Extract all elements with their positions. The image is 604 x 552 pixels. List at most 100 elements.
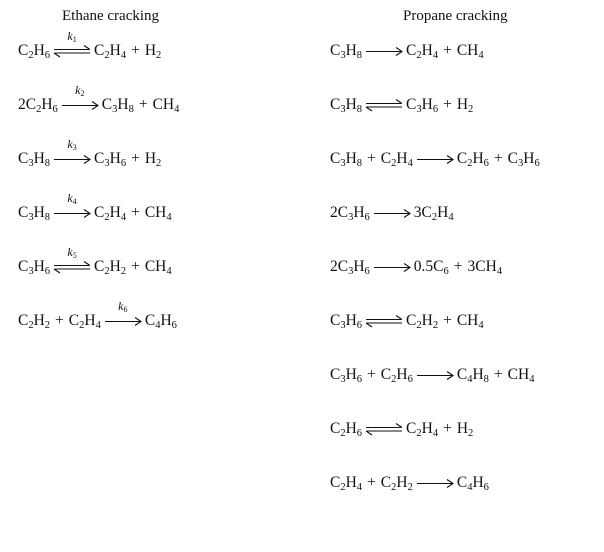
formula-text: 3C [413,204,432,221]
subscript: 4 [496,266,503,277]
formula-text: C [68,312,80,329]
propane-reaction-8: C2H6 C2H4+H2 [330,416,473,442]
subscript: 3 [104,158,110,169]
subscript: 6 [534,158,540,169]
formula-text: C [406,42,417,59]
formula-text: C [380,150,392,167]
products: C2H2+CH4 [94,254,172,280]
species: CH4 [457,308,484,334]
subscript: 2 [391,374,397,385]
formula-text: H [160,312,172,329]
species: C3H6 [330,362,362,388]
species: C3H8 [102,92,134,118]
subscript: 4 [166,266,172,277]
species: C3H8 [18,146,50,172]
products: C2H4+CH4 [406,38,484,64]
subscript: 8 [356,104,363,115]
subscript: 8 [44,212,51,223]
subscript: 2 [431,212,438,223]
formula-text: CH [144,258,167,275]
plus-sign: + [131,42,140,59]
formula-text: CH [456,312,479,329]
species: 2C2H6 [18,92,58,118]
formula-text: H [456,420,469,437]
subscript: 6 [483,482,489,493]
subscript: 6 [44,266,51,277]
products: C2H6+ C 3 H 6 [457,146,540,172]
formula-text: H [144,42,157,59]
species: C3H8 [330,38,362,64]
plus-sign: + [493,366,503,383]
subscript: 8 [356,50,363,61]
formula-text: C [380,474,392,491]
formula-text: H [345,96,357,113]
subscript: 2 [468,104,474,115]
products: C2H4+H2 [406,416,473,442]
subscript: 2 [156,50,162,61]
products: C2H2+CH4 [406,308,484,334]
forward-arrow-icon [416,470,454,496]
subscript: 6 [171,320,177,331]
reactants: C2H2+C2H4 [18,308,101,334]
plus-sign: + [367,366,376,383]
plus-sign: + [367,474,376,491]
subscript: 2 [391,482,397,493]
formula-text: H [345,420,357,437]
subscript: 8 [483,374,489,385]
subscript: 2 [44,320,51,331]
subscript: 6 [364,266,370,277]
species: C3H6 [330,308,362,334]
subscript: 2 [416,428,422,439]
species: H2 [457,416,473,442]
species: 2C3H6 [330,254,370,280]
formula-text: H [84,312,96,329]
products: C4H8+CH4 [457,362,535,388]
formula-text: C [456,150,468,167]
species: 2C3H6 [330,200,370,226]
formula-text: CH [507,366,530,383]
formula-text: H [472,366,484,383]
formula-text: 3CH [467,258,497,275]
formula-text: C [18,258,29,275]
rate-constant-label: k2 [75,83,85,98]
species: C2H4 [330,470,362,496]
species: C3H8 [18,200,50,226]
formula-text: C [406,312,417,329]
rate-constant-label: k5 [67,245,77,260]
formula-text: 2C [18,96,37,113]
species: C3H8 [330,92,362,118]
forward-arrow-icon [416,362,454,388]
subscript: 4 [448,212,454,223]
subscript: 6 [356,428,363,439]
subscript: 2 [36,104,42,115]
species: C3H6 [406,92,438,118]
formula-text: C [406,96,417,113]
formula-text: C [380,366,392,383]
products: 3C2H4 [414,200,454,226]
formula-text: H [33,42,45,59]
formula-text: C [330,42,341,59]
reactants: C2H6 [330,416,362,442]
subscript: 2 [468,428,474,439]
formula-text: H [472,150,484,167]
formula-text: C [456,474,468,491]
subscript: 3 [517,158,524,169]
species: C2H6 [457,146,489,172]
plus-sign: + [131,258,140,275]
species: C4H6 [145,308,177,334]
products: C3H6+H2 [94,146,161,172]
subscript: 4 [356,482,363,493]
plus-sign: + [453,258,463,275]
subscript: 2 [28,50,34,61]
subscript: 6 [120,158,127,169]
plus-sign: + [493,150,503,167]
plus-sign: + [55,312,64,329]
species: C2H6 [330,416,362,442]
species: CH4 [145,200,172,226]
subscript: 2 [156,158,162,169]
formula-text: H [144,150,157,167]
